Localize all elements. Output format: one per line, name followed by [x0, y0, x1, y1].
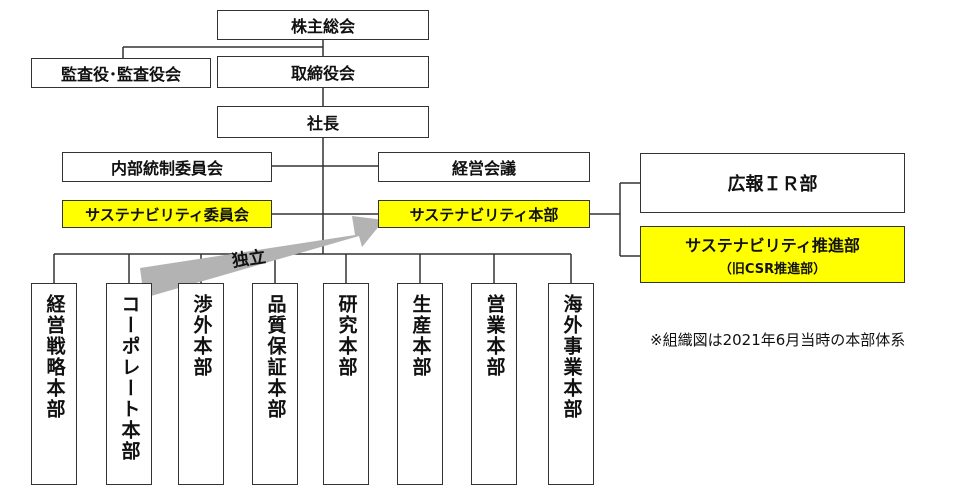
division-box-quality-assurance: 品質保証本部: [252, 283, 298, 485]
auditors-label: 監査役･監査役会: [60, 65, 181, 84]
division-label: 営業本部: [483, 294, 506, 378]
management-meeting-box: 経営会議: [378, 152, 590, 182]
board-label: 取締役会: [290, 64, 355, 83]
division-label: コーポレート本部: [118, 294, 141, 462]
division-label: 海外事業本部: [560, 294, 583, 420]
division-box-management-strategy: 経営戦略本部: [31, 283, 77, 485]
division-box-sales: 営業本部: [471, 283, 517, 485]
division-label: 渉外本部: [190, 294, 213, 378]
division-label: 品質保証本部: [264, 294, 287, 420]
division-label: 研究本部: [335, 294, 358, 378]
independence-label: 独立: [230, 247, 268, 272]
sustainability-committee-label: サステナビリティ委員会: [85, 205, 249, 224]
division-box-production: 生産本部: [397, 283, 443, 485]
division-box-overseas: 海外事業本部: [548, 283, 594, 485]
sustainability-committee-box: サステナビリティ委員会: [62, 200, 272, 228]
sustainability-hq-box: サステナビリティ本部: [378, 200, 590, 228]
internal-control-committee-label: 内部統制委員会: [110, 159, 223, 178]
sustainability-promotion-box: サステナビリティ推進部 （旧CSR推進部）: [640, 226, 905, 283]
shareholders-meeting-box: 株主総会: [217, 10, 429, 40]
pr-ir-department-label: 広報ＩＲ部: [727, 174, 818, 195]
division-label: 生産本部: [409, 294, 432, 378]
independence-arrow: [140, 216, 384, 298]
board-box: 取締役会: [217, 56, 429, 88]
internal-control-committee-box: 内部統制委員会: [62, 152, 272, 182]
division-box-research: 研究本部: [323, 283, 369, 485]
sustainability-promotion-label: サステナビリティ推進部: [685, 236, 860, 255]
pr-ir-department-box: 広報ＩＲ部: [640, 153, 905, 213]
shareholders-meeting-label: 株主総会: [290, 17, 355, 36]
management-meeting-label: 経営会議: [451, 159, 516, 178]
president-label: 社長: [306, 114, 339, 133]
president-box: 社長: [217, 106, 429, 138]
division-label: 経営戦略本部: [43, 294, 66, 420]
division-box-external-relations: 渉外本部: [178, 283, 224, 485]
sustainability-hq-label: サステナビリティ本部: [409, 205, 559, 224]
sustainability-promotion-sublabel: （旧CSR推進部）: [718, 262, 827, 277]
footnote: ※組織図は2021年6月当時の本部体系: [650, 331, 906, 349]
auditors-box: 監査役･監査役会: [31, 58, 211, 88]
division-box-corporate: コーポレート本部: [106, 283, 152, 485]
